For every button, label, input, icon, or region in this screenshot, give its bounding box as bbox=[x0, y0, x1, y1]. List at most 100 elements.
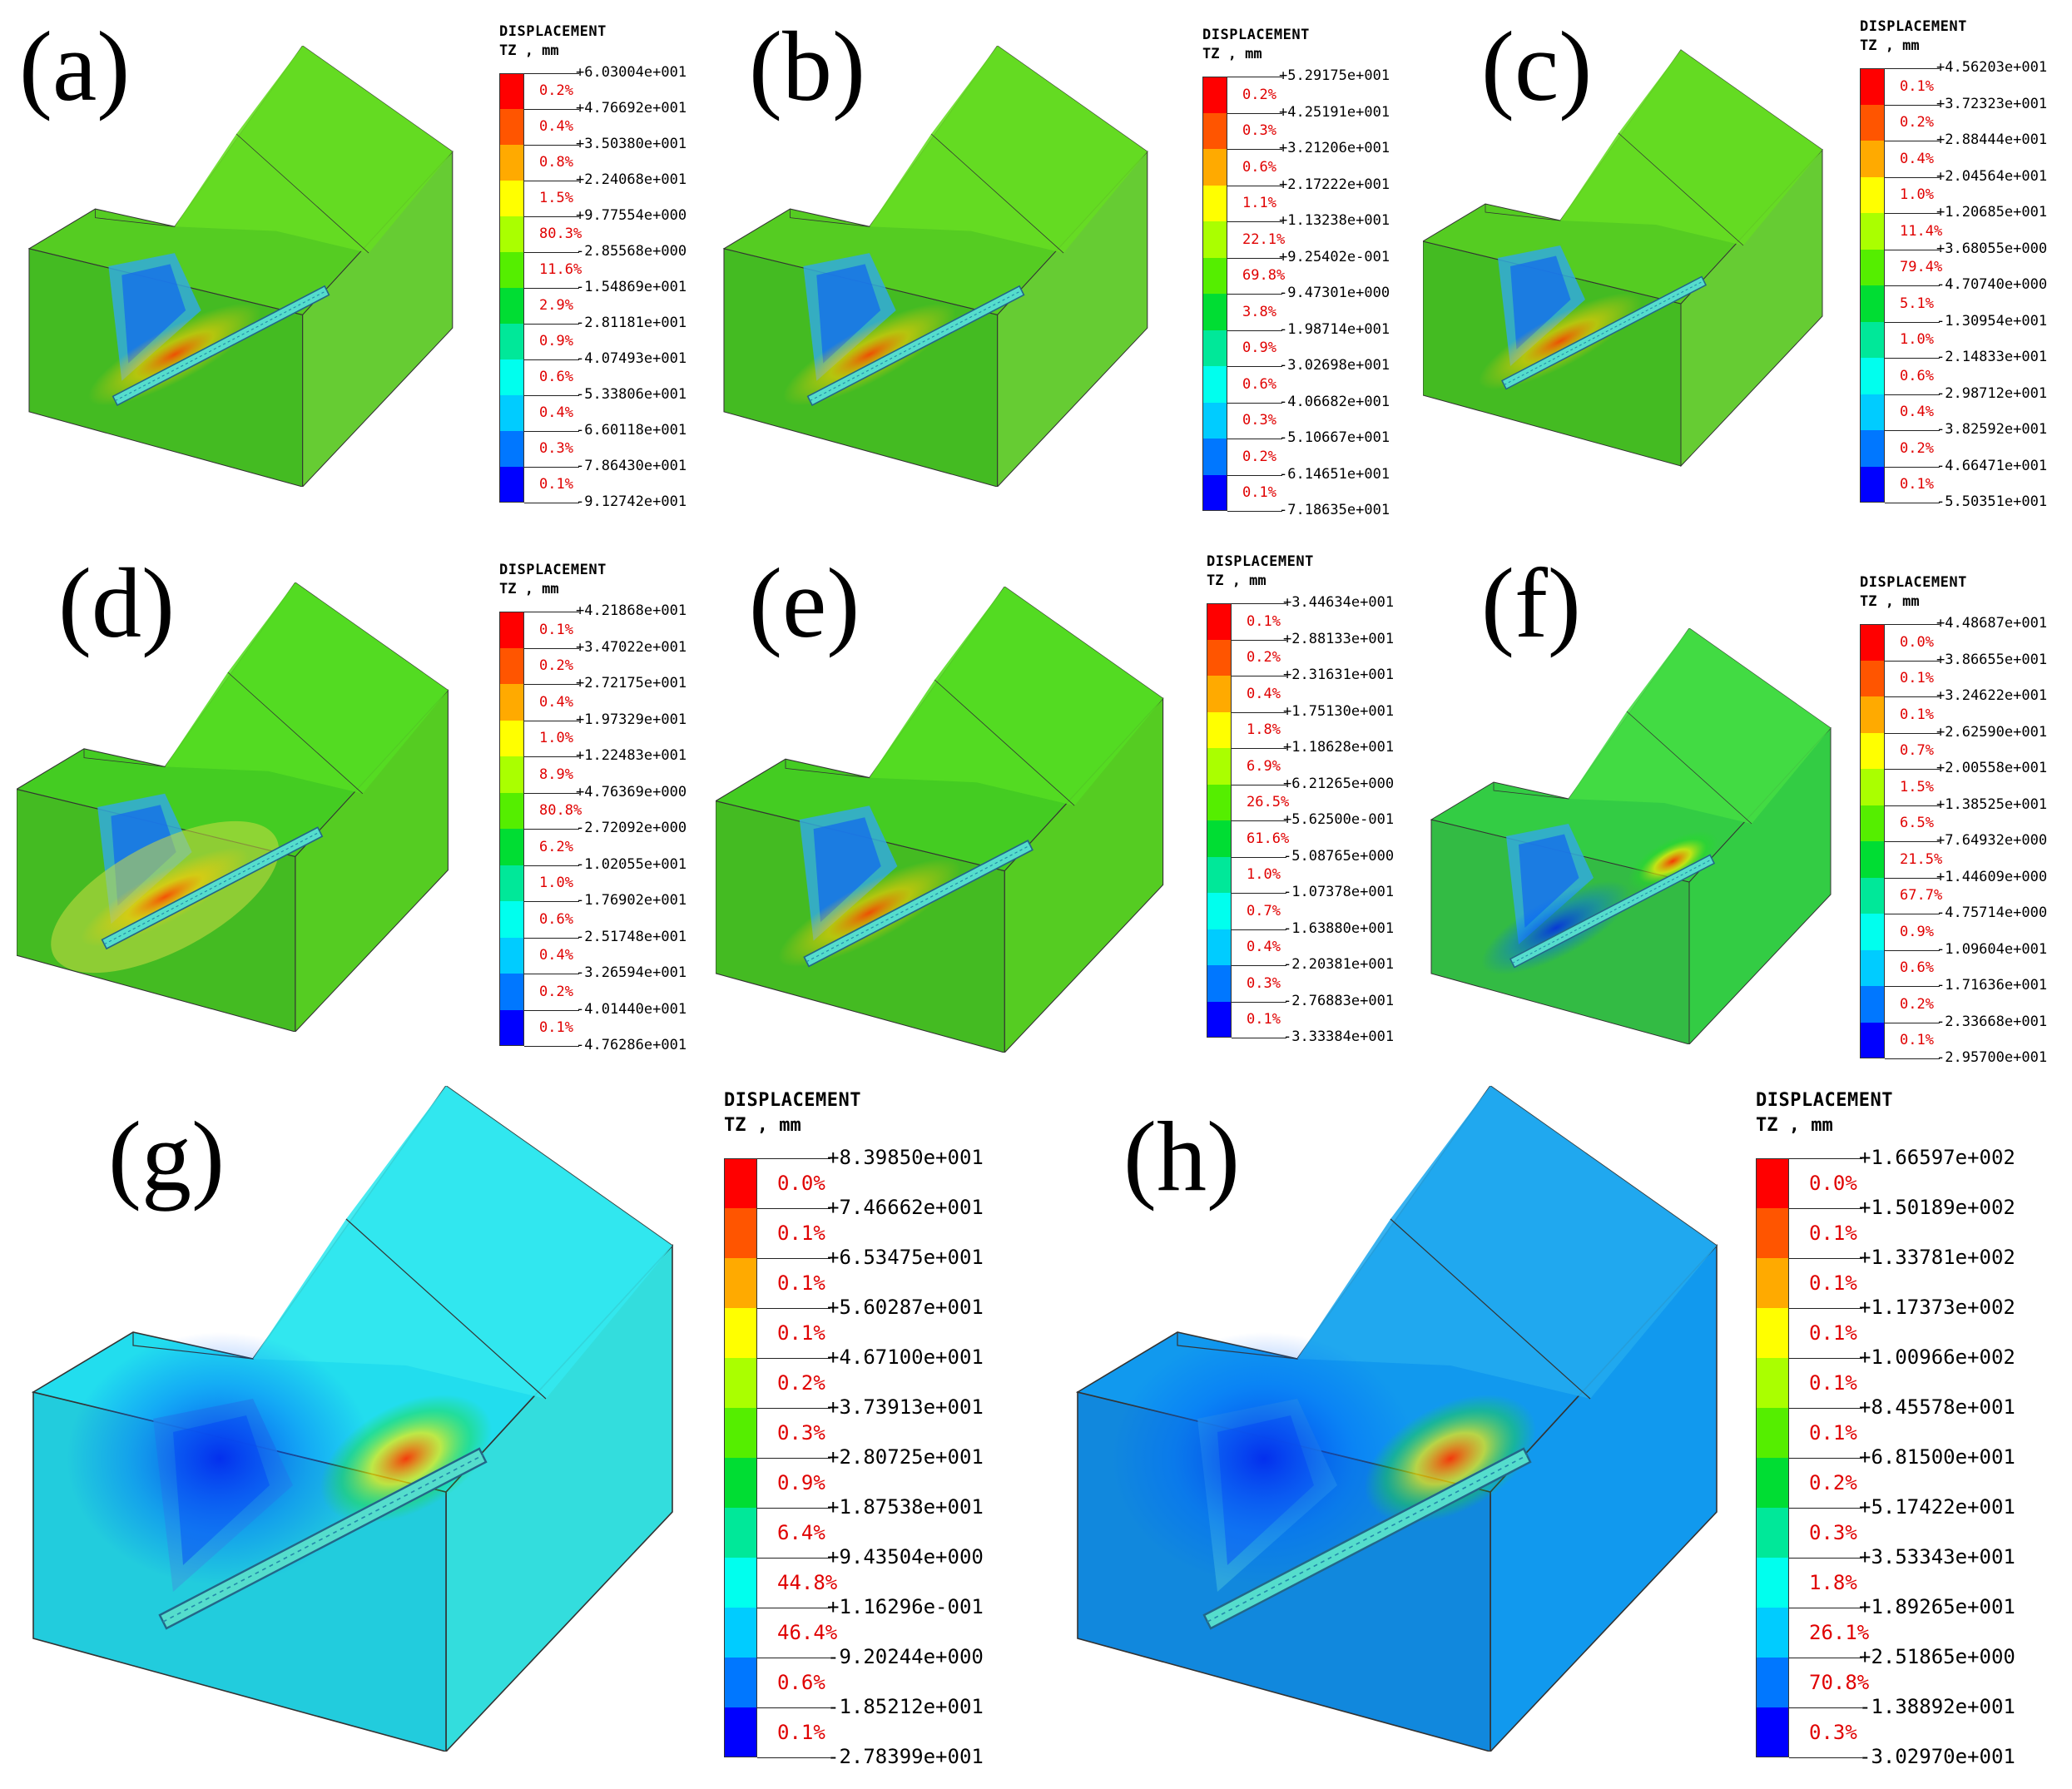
legend-percent: 0.1% bbox=[777, 1271, 825, 1295]
legend-tick bbox=[1232, 711, 1286, 713]
legend-value: +2.88133e+001 bbox=[1283, 630, 1395, 647]
legend-tick bbox=[1885, 68, 1940, 69]
panel-label: (d) bbox=[58, 548, 175, 658]
legend-swatch bbox=[499, 145, 524, 181]
legend-unit: TZ , mm bbox=[1860, 37, 1920, 54]
legend-percent: 0.2% bbox=[539, 657, 573, 675]
legend-swatch bbox=[1207, 893, 1232, 929]
legend-tick bbox=[524, 829, 579, 830]
legend-swatch bbox=[1207, 748, 1232, 785]
legend-value: +1.89265e+001 bbox=[1859, 1595, 2015, 1619]
legend-swatch bbox=[1860, 949, 1885, 986]
contour-spot bbox=[87, 303, 261, 406]
legend-swatch bbox=[1860, 841, 1885, 878]
legend-tick bbox=[1885, 430, 1940, 431]
legend-swatch bbox=[724, 1408, 757, 1458]
legend-tick bbox=[524, 1046, 579, 1047]
contour-spot-hot bbox=[1364, 1394, 1537, 1524]
legend-tick bbox=[1885, 624, 1940, 625]
legend-swatch bbox=[1860, 321, 1885, 358]
legend-percent: 1.0% bbox=[1900, 186, 1934, 204]
legend-swatch bbox=[1202, 439, 1227, 475]
legend-swatch bbox=[1860, 358, 1885, 394]
legend-swatch bbox=[1207, 711, 1232, 748]
legend-percent: 0.9% bbox=[1242, 339, 1276, 357]
legend-value: +1.33781e+002 bbox=[1859, 1246, 2015, 1270]
legend-value: +1.87538e+001 bbox=[827, 1495, 984, 1519]
legend-tick bbox=[1885, 358, 1940, 359]
legend-percent: 0.1% bbox=[539, 621, 573, 638]
legend-value: +1.18628e+001 bbox=[1283, 739, 1395, 756]
legend-percent: 69.8% bbox=[1242, 267, 1286, 285]
legend-swatch bbox=[724, 1208, 757, 1258]
legend-value: +8.45578e+001 bbox=[1859, 1395, 2015, 1420]
legend-value: +9.77554e+000 bbox=[576, 207, 687, 225]
legend-title: DISPLACEMENT bbox=[1860, 574, 1967, 591]
legend-tick bbox=[1232, 965, 1286, 966]
legend-value: -5.08765e+000 bbox=[1283, 847, 1395, 865]
legend-tick bbox=[524, 109, 579, 110]
legend-value: +7.64932e+000 bbox=[1936, 832, 2048, 850]
legend-tick bbox=[1232, 929, 1286, 930]
legend-swatch bbox=[499, 647, 524, 684]
legend-tick bbox=[1885, 805, 1940, 806]
legend-value: -2.81181e+001 bbox=[576, 315, 687, 332]
legend-tick bbox=[1227, 511, 1282, 512]
fem-model bbox=[27, 46, 454, 487]
legend-value: +2.24068e+001 bbox=[576, 171, 687, 189]
legend-tick bbox=[524, 937, 579, 939]
fem-model bbox=[716, 587, 1164, 1053]
legend-swatch bbox=[724, 1308, 757, 1358]
fem-model bbox=[722, 46, 1148, 487]
legend-title: DISPLACEMENT bbox=[1756, 1090, 1893, 1111]
legend-tick bbox=[524, 359, 579, 360]
legend-swatch bbox=[1860, 68, 1885, 105]
legend-tick bbox=[1232, 639, 1286, 641]
legend-percent: 0.6% bbox=[539, 910, 573, 928]
legend-value: +2.88444e+001 bbox=[1936, 131, 2048, 149]
legend-value: -5.33806e+001 bbox=[576, 386, 687, 404]
legend-tick bbox=[1885, 1058, 1940, 1059]
legend-swatch bbox=[724, 1508, 757, 1558]
legend-tick bbox=[1789, 1508, 1862, 1509]
legend-unit: TZ , mm bbox=[1207, 572, 1266, 589]
legend-percent: 8.9% bbox=[539, 766, 573, 783]
legend-percent: 2.9% bbox=[539, 297, 573, 315]
legend-percent: 0.1% bbox=[1900, 706, 1934, 723]
legend-unit: TZ , mm bbox=[499, 42, 559, 59]
legend-percent: 0.6% bbox=[1900, 367, 1934, 384]
legend-percent: 0.6% bbox=[1242, 375, 1276, 393]
tunnel-segment bbox=[112, 285, 330, 407]
tunnel-segment bbox=[101, 826, 324, 950]
legend-swatch bbox=[1860, 430, 1885, 467]
legend-tick bbox=[757, 1258, 830, 1259]
legend-value: +1.44609e+000 bbox=[1936, 868, 2048, 885]
model-body bbox=[31, 1086, 674, 1752]
legend-swatch bbox=[499, 612, 524, 648]
legend-tick bbox=[1232, 603, 1286, 604]
legend-swatch bbox=[1860, 769, 1885, 805]
legend-swatch bbox=[499, 720, 524, 756]
legend-tick bbox=[1789, 1208, 1862, 1209]
legend-value: -2.33668e+001 bbox=[1936, 1013, 2048, 1030]
panel-label: (a) bbox=[19, 11, 131, 121]
legend-value: +2.04564e+001 bbox=[1936, 167, 2048, 185]
legend-percent: 6.2% bbox=[539, 838, 573, 855]
legend-value: -4.66471e+001 bbox=[1936, 457, 2048, 474]
legend-swatch bbox=[1756, 1258, 1789, 1308]
legend-value: +3.24622e+001 bbox=[1936, 687, 2048, 705]
legend-value: +3.47022e+001 bbox=[576, 638, 687, 656]
legend-percent: 3.8% bbox=[1242, 303, 1276, 320]
model-slope-face bbox=[1560, 50, 1822, 245]
legend-percent: 0.1% bbox=[1900, 670, 1934, 687]
legend-value: -6.14651e+001 bbox=[1279, 465, 1390, 483]
legend-tick bbox=[1885, 877, 1940, 879]
legend-percent: 0.1% bbox=[539, 1019, 573, 1037]
legend-tick bbox=[1232, 1001, 1286, 1003]
legend-value: -4.70740e+000 bbox=[1936, 276, 2048, 294]
legend-swatch bbox=[1756, 1308, 1789, 1358]
legend-swatch bbox=[499, 684, 524, 721]
legend-swatch bbox=[499, 901, 524, 938]
legend-percent: 0.6% bbox=[1242, 158, 1276, 176]
